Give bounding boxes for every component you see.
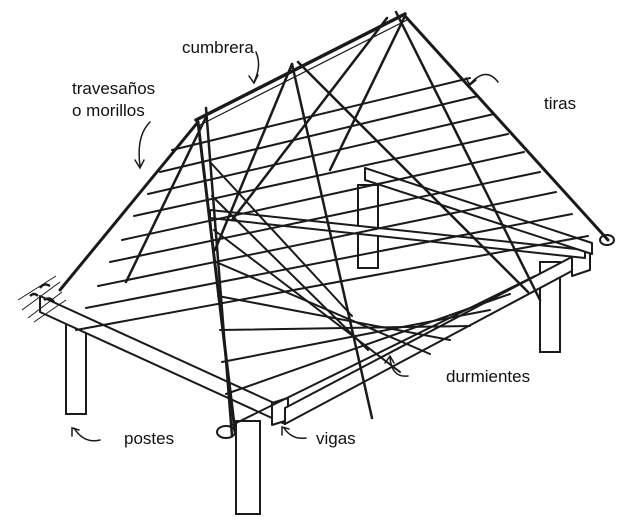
post-front-center xyxy=(235,420,261,515)
label-postes: postes xyxy=(124,429,175,448)
arrow-tiras xyxy=(469,73,499,85)
hip-rafter-back-left xyxy=(328,14,407,172)
arrow-durmientes xyxy=(389,357,409,377)
leader-arrows xyxy=(71,51,499,442)
label-tiras: tiras xyxy=(544,94,577,113)
ridge-pole xyxy=(194,12,407,122)
label-cumbrera: cumbrera xyxy=(182,38,254,57)
roof-surface xyxy=(58,10,610,438)
battens xyxy=(75,77,589,427)
arrow-postes xyxy=(73,427,101,442)
eave-shading xyxy=(17,275,67,323)
hip-rafter-back-right xyxy=(403,14,610,242)
label-durmientes: durmientes xyxy=(446,367,531,386)
label-travesanos-line1: travesaños xyxy=(72,79,156,98)
beam-interior xyxy=(364,167,593,255)
posts xyxy=(65,184,561,515)
arrow-travesanos xyxy=(138,121,151,167)
arrow-vigas xyxy=(283,427,307,440)
label-travesanos-line2: o morillos xyxy=(72,101,145,120)
label-vigas: vigas xyxy=(316,429,356,448)
